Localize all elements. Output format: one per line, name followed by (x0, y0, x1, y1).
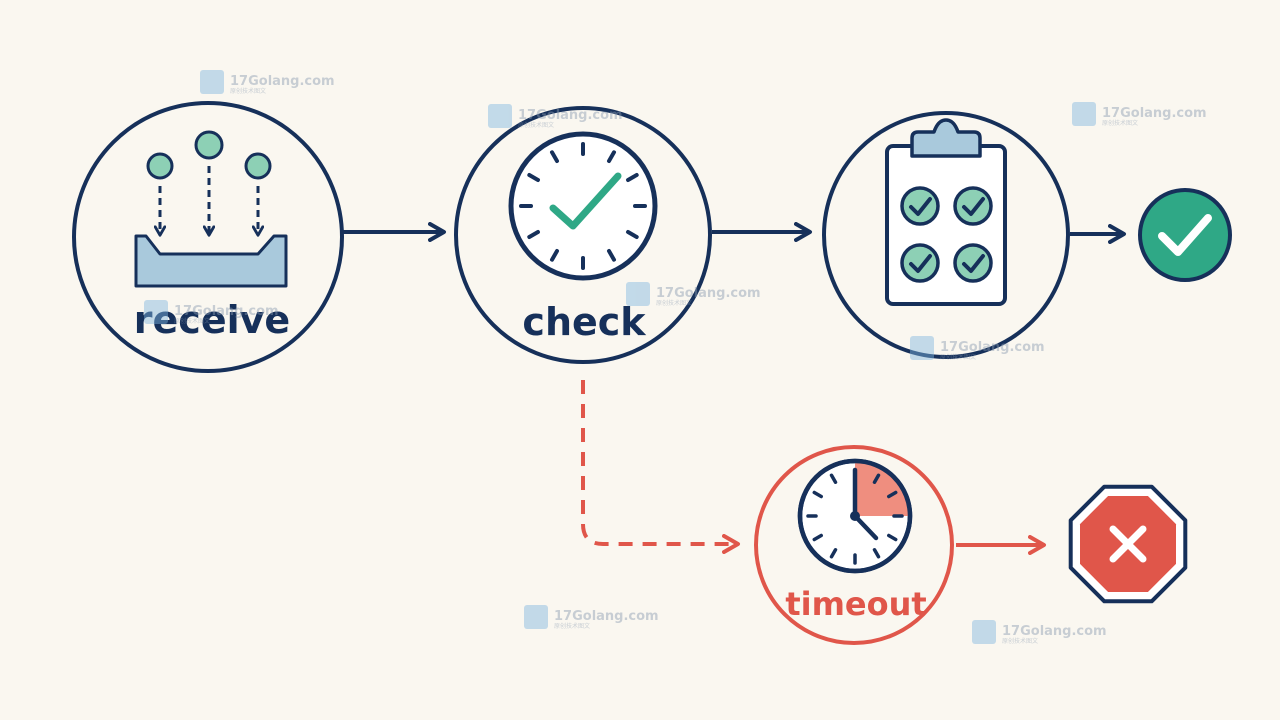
clock-tick (550, 249, 559, 262)
node-check: check (454, 106, 712, 364)
inbox-tray-icon (134, 130, 288, 288)
watermarks: 17Golang.com原创技术图文17Golang.com原创技术图文17Go… (144, 70, 1207, 645)
watermark-subtext: 原创技术图文 (230, 87, 266, 95)
clock-check-icon (508, 131, 658, 281)
clock-tick (829, 473, 838, 484)
watermark-logo-icon (200, 70, 224, 94)
clock-tick (829, 548, 838, 559)
watermark-text: 17Golang.com (174, 304, 279, 319)
node-validate (822, 111, 1070, 359)
watermark-subtext: 原创技术图文 (174, 317, 210, 325)
watermark-logo-icon (488, 104, 512, 128)
node-receive-label: receive (134, 298, 290, 342)
clock-tick (607, 249, 616, 262)
clock-timeout-icon (797, 458, 913, 574)
checklist-item-icon (953, 186, 993, 226)
node-validate-circle (822, 111, 1070, 359)
watermark-text: 17Golang.com (518, 108, 623, 123)
watermark-text: 17Golang.com (230, 74, 335, 89)
error-stop-icon (1068, 484, 1188, 604)
clock-tick (812, 490, 823, 499)
watermark-logo-icon (524, 605, 548, 629)
clock-tick (872, 473, 881, 484)
watermark-logo-icon (144, 300, 168, 324)
checklist-item-icon (900, 243, 940, 283)
clock-tick (887, 490, 898, 499)
clock-tick (626, 230, 639, 239)
checklist-item-icon (953, 243, 993, 283)
watermark-subtext: 原创技术图文 (940, 353, 976, 361)
node-check-label: check (522, 300, 646, 344)
clock-tick (527, 173, 540, 182)
watermark-text: 17Golang.com (940, 340, 1045, 355)
watermark-logo-icon (1072, 102, 1096, 126)
clock-tick (812, 533, 823, 542)
node-receive: receive (72, 101, 344, 373)
clock-tick (626, 173, 639, 182)
checklist-item-icon (900, 186, 940, 226)
node-receive-circle (72, 101, 344, 373)
clock-tick (607, 150, 616, 163)
node-check-circle (454, 106, 712, 364)
node-timeout-circle (754, 445, 954, 645)
clock-tick (887, 533, 898, 542)
arrow-check-to-timeout (581, 380, 740, 554)
node-timeout-label: timeout (785, 585, 926, 623)
watermark-subtext: 原创技术图文 (1002, 637, 1038, 645)
watermark-logo-icon (910, 336, 934, 360)
clock-tick (872, 548, 881, 559)
watermark-text: 17Golang.com (554, 609, 659, 624)
watermark-logo-icon (972, 620, 996, 644)
clipboard-checklist-icon (885, 118, 1007, 306)
watermark-logo-icon (626, 282, 650, 306)
node-timeout: timeout (754, 445, 954, 645)
watermark-subtext: 原创技术图文 (554, 622, 590, 630)
watermark-subtext: 原创技术图文 (656, 299, 692, 307)
success-check-icon (1138, 188, 1232, 282)
watermark-text: 17Golang.com (1002, 624, 1107, 639)
watermark-text: 17Golang.com (656, 286, 761, 301)
clock-tick (550, 150, 559, 163)
clock-tick (527, 230, 540, 239)
watermark-subtext: 原创技术图文 (1102, 119, 1138, 127)
watermark-text: 17Golang.com (1102, 106, 1207, 121)
watermark-subtext: 原创技术图文 (518, 121, 554, 129)
